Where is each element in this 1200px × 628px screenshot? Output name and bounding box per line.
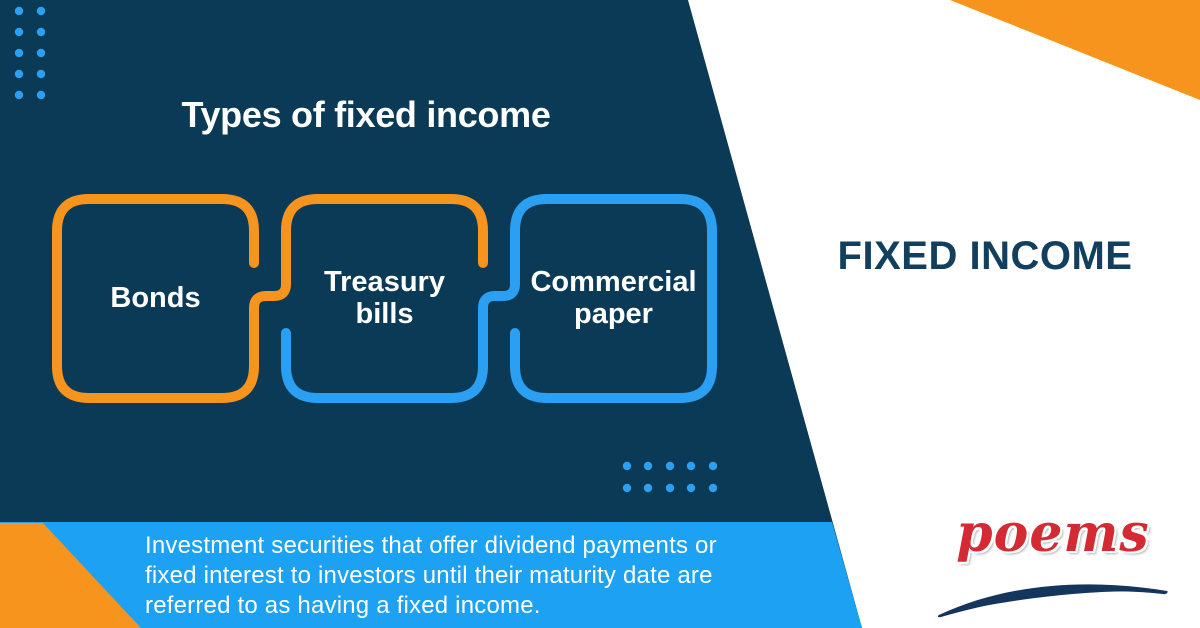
poems-logo: poems xyxy=(933,503,1173,621)
box-label: Bonds xyxy=(110,281,201,314)
page-title: Types of fixed income xyxy=(181,94,551,135)
diagram-box-treasury-bills: Treasury bills xyxy=(286,199,483,398)
footer-line: Investment securities that offer dividen… xyxy=(145,532,717,559)
footer-description: Investment securities that offer dividen… xyxy=(145,531,717,621)
main-heading: FIXED INCOME xyxy=(837,234,1133,278)
footer-line: referred to as having a fixed income. xyxy=(145,592,541,619)
box-label: Treasury bills xyxy=(324,266,445,330)
dots-pattern-icon xyxy=(14,6,46,100)
box-label: Commercial paper xyxy=(530,266,697,330)
footer-line: fixed interest to investors until their … xyxy=(145,562,713,589)
diagram-box-bonds: Bonds xyxy=(57,199,254,398)
poems-logo-text: poems xyxy=(956,503,1150,564)
diagram-box-commercial-paper: Commercial paper xyxy=(515,199,712,398)
treasury-commercial-blue-border xyxy=(281,194,717,403)
bonds-treasury-orange-border xyxy=(52,194,488,403)
dots-pattern-icon xyxy=(622,461,718,493)
logo-swoosh-icon xyxy=(937,584,1168,618)
